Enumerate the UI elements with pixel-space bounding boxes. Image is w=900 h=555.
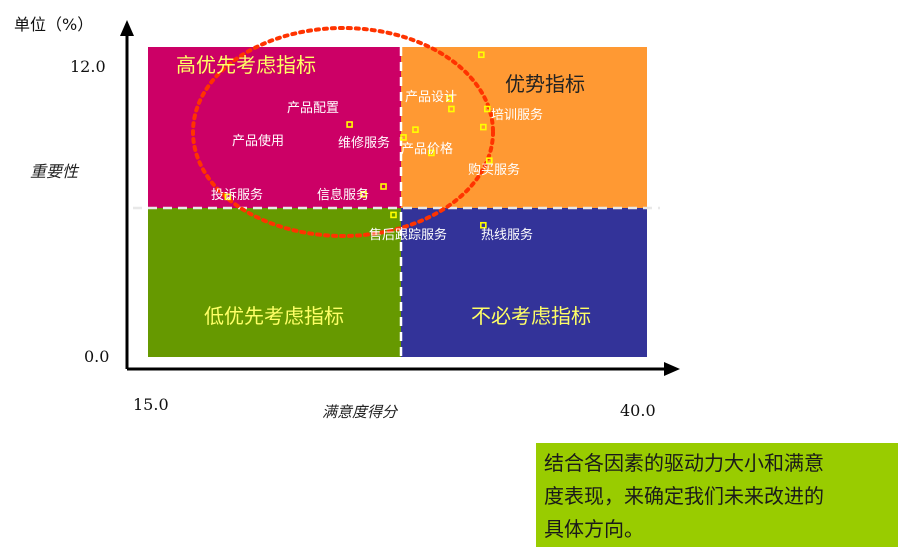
data-point-label: 购买服务 <box>468 162 520 178</box>
y-tick-label: 0.0 <box>84 347 109 366</box>
data-point <box>380 183 387 190</box>
data-point <box>480 123 487 131</box>
quadrant-label-high-priority: 高优先考虑指标 <box>176 53 316 77</box>
data-point <box>478 51 485 59</box>
data-point <box>486 157 493 164</box>
data-point <box>390 211 397 219</box>
y-axis-arrow <box>120 20 134 36</box>
y-tick-label: 12.0 <box>70 57 106 76</box>
data-point <box>346 121 353 128</box>
priority-highlight-ellipse <box>191 26 495 238</box>
data-point-label: 产品配置 <box>287 101 339 116</box>
quadrant-chart: 单位（%） 重要性 满意度得分 12.0 0.0 15.0 40.0 高优先考虑… <box>14 15 680 421</box>
x-axis-arrow <box>664 362 680 376</box>
quadrant-high-priority <box>148 47 401 208</box>
y-unit-label: 单位（%） <box>14 15 93 34</box>
data-point-label: 投诉服务 <box>211 187 263 203</box>
data-point <box>360 190 367 198</box>
data-point-label: 热线服务 <box>481 227 533 243</box>
x-axis-title: 满意度得分 <box>322 403 399 421</box>
insight-note-line: 度表现，来确定我们未来改进的 <box>544 484 824 508</box>
data-point <box>224 193 232 201</box>
quadrant-low-priority <box>148 208 401 357</box>
insight-note-line: 具体方向。 <box>544 517 644 541</box>
data-point-label: 产品价格 <box>401 141 453 157</box>
data-point <box>412 126 419 133</box>
data-point-label: 维修服务 <box>338 135 390 151</box>
quadrant-advantage <box>401 47 647 208</box>
insight-note: 结合各因素的驱动力大小和满意 度表现，来确定我们未来改进的 具体方向。 <box>536 443 898 547</box>
data-point <box>484 105 491 113</box>
insight-note-line: 结合各因素的驱动力大小和满意 <box>544 451 824 475</box>
quadrant-label-low-priority: 低优先考虑指标 <box>204 304 344 328</box>
data-point <box>400 134 407 141</box>
x-tick-label: 15.0 <box>133 395 169 414</box>
data-point-label: 培训服务 <box>491 107 543 123</box>
data-point <box>428 149 435 157</box>
axes <box>120 20 680 376</box>
data-point <box>480 221 487 229</box>
data-point-label: 售后跟踪服务 <box>369 227 447 243</box>
quadrant-no-consideration <box>401 208 647 357</box>
data-point <box>446 95 453 102</box>
quadrant-label-no-consideration: 不必考虑指标 <box>471 304 591 328</box>
data-point-label: 产品设计 <box>405 90 457 105</box>
data-point-label: 信息服务 <box>317 187 369 203</box>
quadrant-label-advantage: 优势指标 <box>505 72 585 96</box>
data-point-label: 产品使用 <box>232 133 284 149</box>
data-point <box>448 105 455 113</box>
y-axis-title: 重要性 <box>30 162 80 181</box>
x-tick-label: 40.0 <box>620 401 656 420</box>
data-points <box>224 51 493 229</box>
